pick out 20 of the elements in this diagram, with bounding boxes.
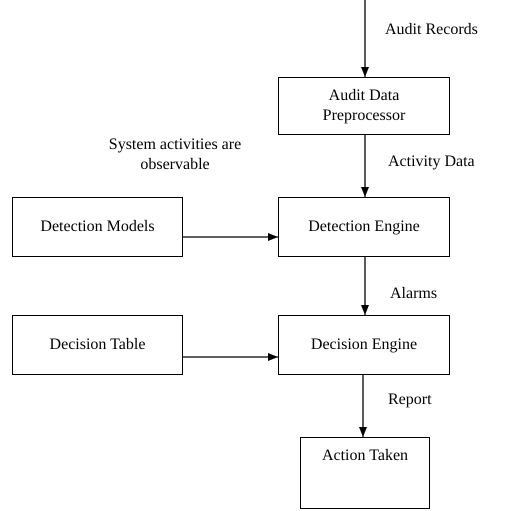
arrow [361, 0, 369, 77]
process-box [12, 197, 183, 257]
process-box [278, 77, 450, 135]
box-label: Decision Table [50, 335, 146, 355]
process-box [278, 197, 450, 257]
arrow [183, 233, 278, 241]
box-label: Decision Engine [310, 335, 418, 355]
arrow [361, 257, 369, 315]
process-box [278, 315, 450, 375]
box-label: Action Taken [322, 446, 408, 466]
arrow [359, 375, 367, 437]
note-text: System activities are observable [108, 135, 242, 175]
arrow [183, 353, 278, 361]
process-box [300, 437, 430, 509]
box-label: Detection Engine [308, 217, 420, 237]
process-box [12, 315, 183, 375]
box-label: Audit Data Preprocessor [322, 86, 406, 126]
box-label: Detection Models [40, 217, 155, 237]
arrow [361, 135, 369, 197]
edge-label: Activity Data [388, 152, 475, 172]
